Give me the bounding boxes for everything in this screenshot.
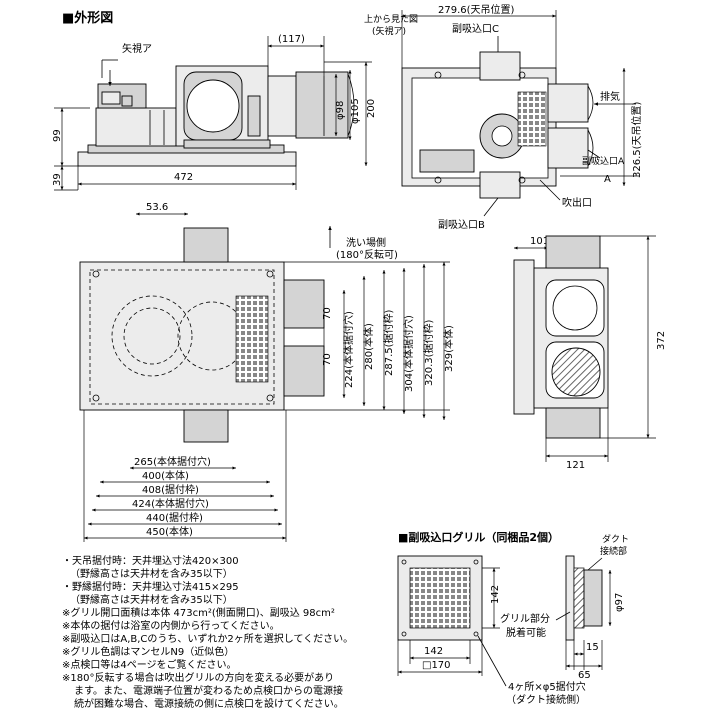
- note-line: ※グリル開口面積は本体 473cm²(側面開口)、副吸込 98cm²: [62, 606, 335, 619]
- dim-98: φ98: [335, 101, 346, 120]
- dim-97: φ97: [614, 593, 625, 612]
- dim-304: 304(本体据付穴): [402, 315, 415, 392]
- grille-title: ■副吸込口グリル（同梱品2個）: [398, 530, 559, 544]
- duct-conn-2: 接続部: [600, 545, 627, 557]
- dim-170: □170: [422, 660, 451, 671]
- dim-320-3: 320.3(据付枠): [422, 319, 435, 386]
- dim-372: 372: [656, 331, 667, 350]
- note-line: （野縁高さは天井材を含み35以下）: [70, 567, 233, 580]
- holes-label-2: （ダクト接続側）: [506, 693, 586, 706]
- notes-block: ・天吊据付時：天井埋込寸法420×300 （野縁高さは天井材を含み35以下） ・…: [62, 554, 353, 710]
- dim-70-a: 70: [322, 307, 333, 320]
- grille-front: [397, 555, 483, 641]
- dim-105: φ105: [350, 98, 361, 124]
- grille-side: [565, 555, 603, 641]
- dim-224: 224(本体据付穴): [342, 311, 355, 388]
- dim-472: 472: [174, 172, 193, 183]
- dim-329: 329(本体): [442, 325, 455, 372]
- port-c-label: 副吸込口C: [452, 23, 499, 35]
- wash-side-label: 洗い場側: [346, 236, 386, 249]
- note-line: （野縁高さは天井材を含み35以下）: [70, 593, 233, 606]
- grille-part-1: グリル部分: [500, 612, 550, 625]
- plan-horizontal-dims: [83, 410, 287, 542]
- dim-265: 265(本体据付穴): [134, 455, 211, 468]
- top-view-body: [401, 51, 594, 199]
- dim-121: 121: [566, 460, 585, 471]
- holes-label-1: 4ヶ所×φ5据付穴: [508, 680, 586, 693]
- outlet-label: 吹出口: [562, 196, 592, 209]
- note-line: 続が困難な場合、電源接続の側に点検口を設けてください。: [74, 697, 344, 710]
- label-a: A: [604, 174, 611, 185]
- dim-101: 101: [530, 236, 549, 247]
- dim-400: 400(本体): [142, 469, 189, 482]
- dim-142-v: 142: [490, 585, 501, 604]
- figure-title: ■外形図: [62, 10, 113, 26]
- dim-450: 450(本体): [146, 525, 193, 538]
- view-title-2: (矢視ア): [372, 25, 406, 37]
- dim-424: 424(本体据付穴): [132, 497, 209, 510]
- note-line: ・野縁据付時：天井埋込寸法415×295: [62, 580, 239, 593]
- note-line: ※点検口等は4ページをご覧ください。: [62, 658, 237, 671]
- note-line: ※本体の据付は浴室の内側から行ってください。: [62, 619, 280, 632]
- note-line: ※180°反転する場合は吹出グリルの方向を変える必要があり: [62, 671, 334, 684]
- dim-326: 326.5(天吊位置): [630, 101, 643, 178]
- dim-53-6: 53.6: [146, 202, 168, 213]
- reversible-label: (180°反転可): [336, 249, 398, 261]
- note-line: ます。また、電源端子位置が変わるため点検口からの電源接: [74, 684, 343, 697]
- dim-280: 280(本体): [362, 323, 375, 370]
- dim-15: 15: [586, 642, 599, 653]
- dim-99: 99: [52, 129, 63, 142]
- exhaust-label: 排気: [600, 90, 620, 103]
- dim-200: 200: [366, 99, 377, 118]
- port-a-label: 副吸込口A: [582, 156, 625, 167]
- side-view-body: [513, 235, 609, 439]
- arrow-label: 矢視ア: [122, 42, 152, 55]
- dim-279: 279.6(天吊位置): [438, 3, 515, 16]
- front-view: [77, 65, 355, 167]
- port-b-label: 副吸込口B: [438, 219, 485, 231]
- dim-117: (117): [278, 34, 305, 45]
- dim-408: 408(据付枠): [142, 483, 199, 496]
- dim-142-h: 142: [424, 646, 443, 657]
- dim-287-5: 287.5(据付枠): [382, 309, 395, 376]
- note-line: ※副吸込口はA,B,Cのうち、いずれか2ヶ所を選択してください。: [62, 632, 353, 645]
- view-title-1: 上から見た図: [364, 14, 418, 25]
- note-line: ※グリル色調はマンセルN9（近似色）: [62, 645, 234, 658]
- dim-65: 65: [578, 670, 591, 681]
- duct-conn-1: ダクト: [602, 533, 629, 545]
- grille-part-2: 脱着可能: [506, 626, 546, 639]
- dim-39: 39: [52, 173, 63, 186]
- dim-440: 440(据付枠): [146, 511, 203, 524]
- note-line: ・天吊据付時：天井埋込寸法420×300: [62, 554, 239, 567]
- dim-70-b: 70: [322, 353, 333, 366]
